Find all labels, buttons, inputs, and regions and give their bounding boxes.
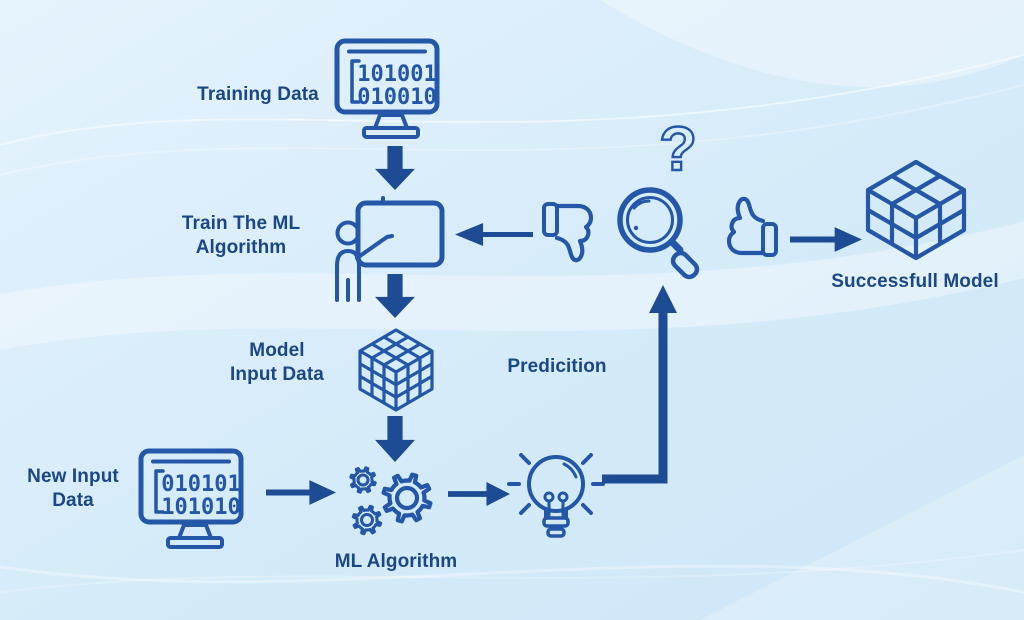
training-data-monitor-icon: 101001 010010 — [334, 38, 452, 148]
ml-algorithm-text: ML Algorithm — [334, 551, 458, 572]
new-input-monitor-icon: 010101 101010 — [138, 448, 256, 558]
label-successful-model: Successfull Model — [822, 270, 1008, 294]
training-data-text: Training Data — [197, 84, 319, 105]
label-prediction: Predicition — [492, 355, 622, 379]
train-ml-line1: Train The ML — [181, 213, 301, 234]
arrow-bulb-to-magnifier — [600, 282, 682, 493]
newinput-binary-line1: 010101 — [161, 472, 240, 497]
arrow-gears-to-bulb — [448, 482, 510, 506]
arrow-thumbsup-to-cube — [790, 227, 862, 252]
label-new-input-data: New Input Data — [15, 465, 131, 514]
new-input-line2: Data — [52, 490, 94, 512]
successful-model-cube-icon — [864, 160, 968, 262]
ml-algorithm-gears-icon — [338, 452, 452, 548]
arrow-training-to-train — [375, 146, 415, 190]
new-input-line1: New Input — [27, 466, 119, 487]
thumbs-up-icon — [716, 196, 780, 264]
idea-lightbulb-icon — [506, 444, 606, 548]
thumbs-down-icon — [540, 197, 604, 265]
newinput-binary-line2: 101010 — [161, 495, 240, 520]
prediction-text: Predicition — [507, 356, 607, 377]
gear-small-bottom — [351, 504, 383, 536]
successful-model-text: Successfull Model — [831, 271, 999, 292]
train-algorithm-presenter-icon — [325, 196, 447, 308]
label-ml-algorithm: ML Algorithm — [326, 550, 466, 574]
train-ml-line2: Algorithm — [195, 237, 287, 259]
arrow-newinput-to-gears — [266, 480, 336, 505]
gear-large — [381, 472, 433, 524]
training-binary-line2: 010010 — [357, 85, 436, 110]
question-mark-icon: ? — [652, 112, 704, 184]
label-model-input-data: Model Input Data — [212, 339, 342, 388]
question-mark-glyph: ? — [659, 115, 697, 184]
model-input-cube-icon — [356, 328, 436, 412]
training-binary-line1: 101001 — [357, 62, 436, 87]
gear-small-top — [349, 466, 377, 494]
arrow-thumbsdown-to-train — [455, 223, 533, 246]
model-input-line2: Input Data — [230, 364, 324, 386]
label-train-ml-algorithm: Train The ML Algorithm — [166, 212, 316, 261]
label-training-data: Training Data — [188, 83, 328, 107]
evaluate-magnifier-icon — [612, 182, 710, 280]
model-input-line1: Model — [249, 340, 305, 361]
